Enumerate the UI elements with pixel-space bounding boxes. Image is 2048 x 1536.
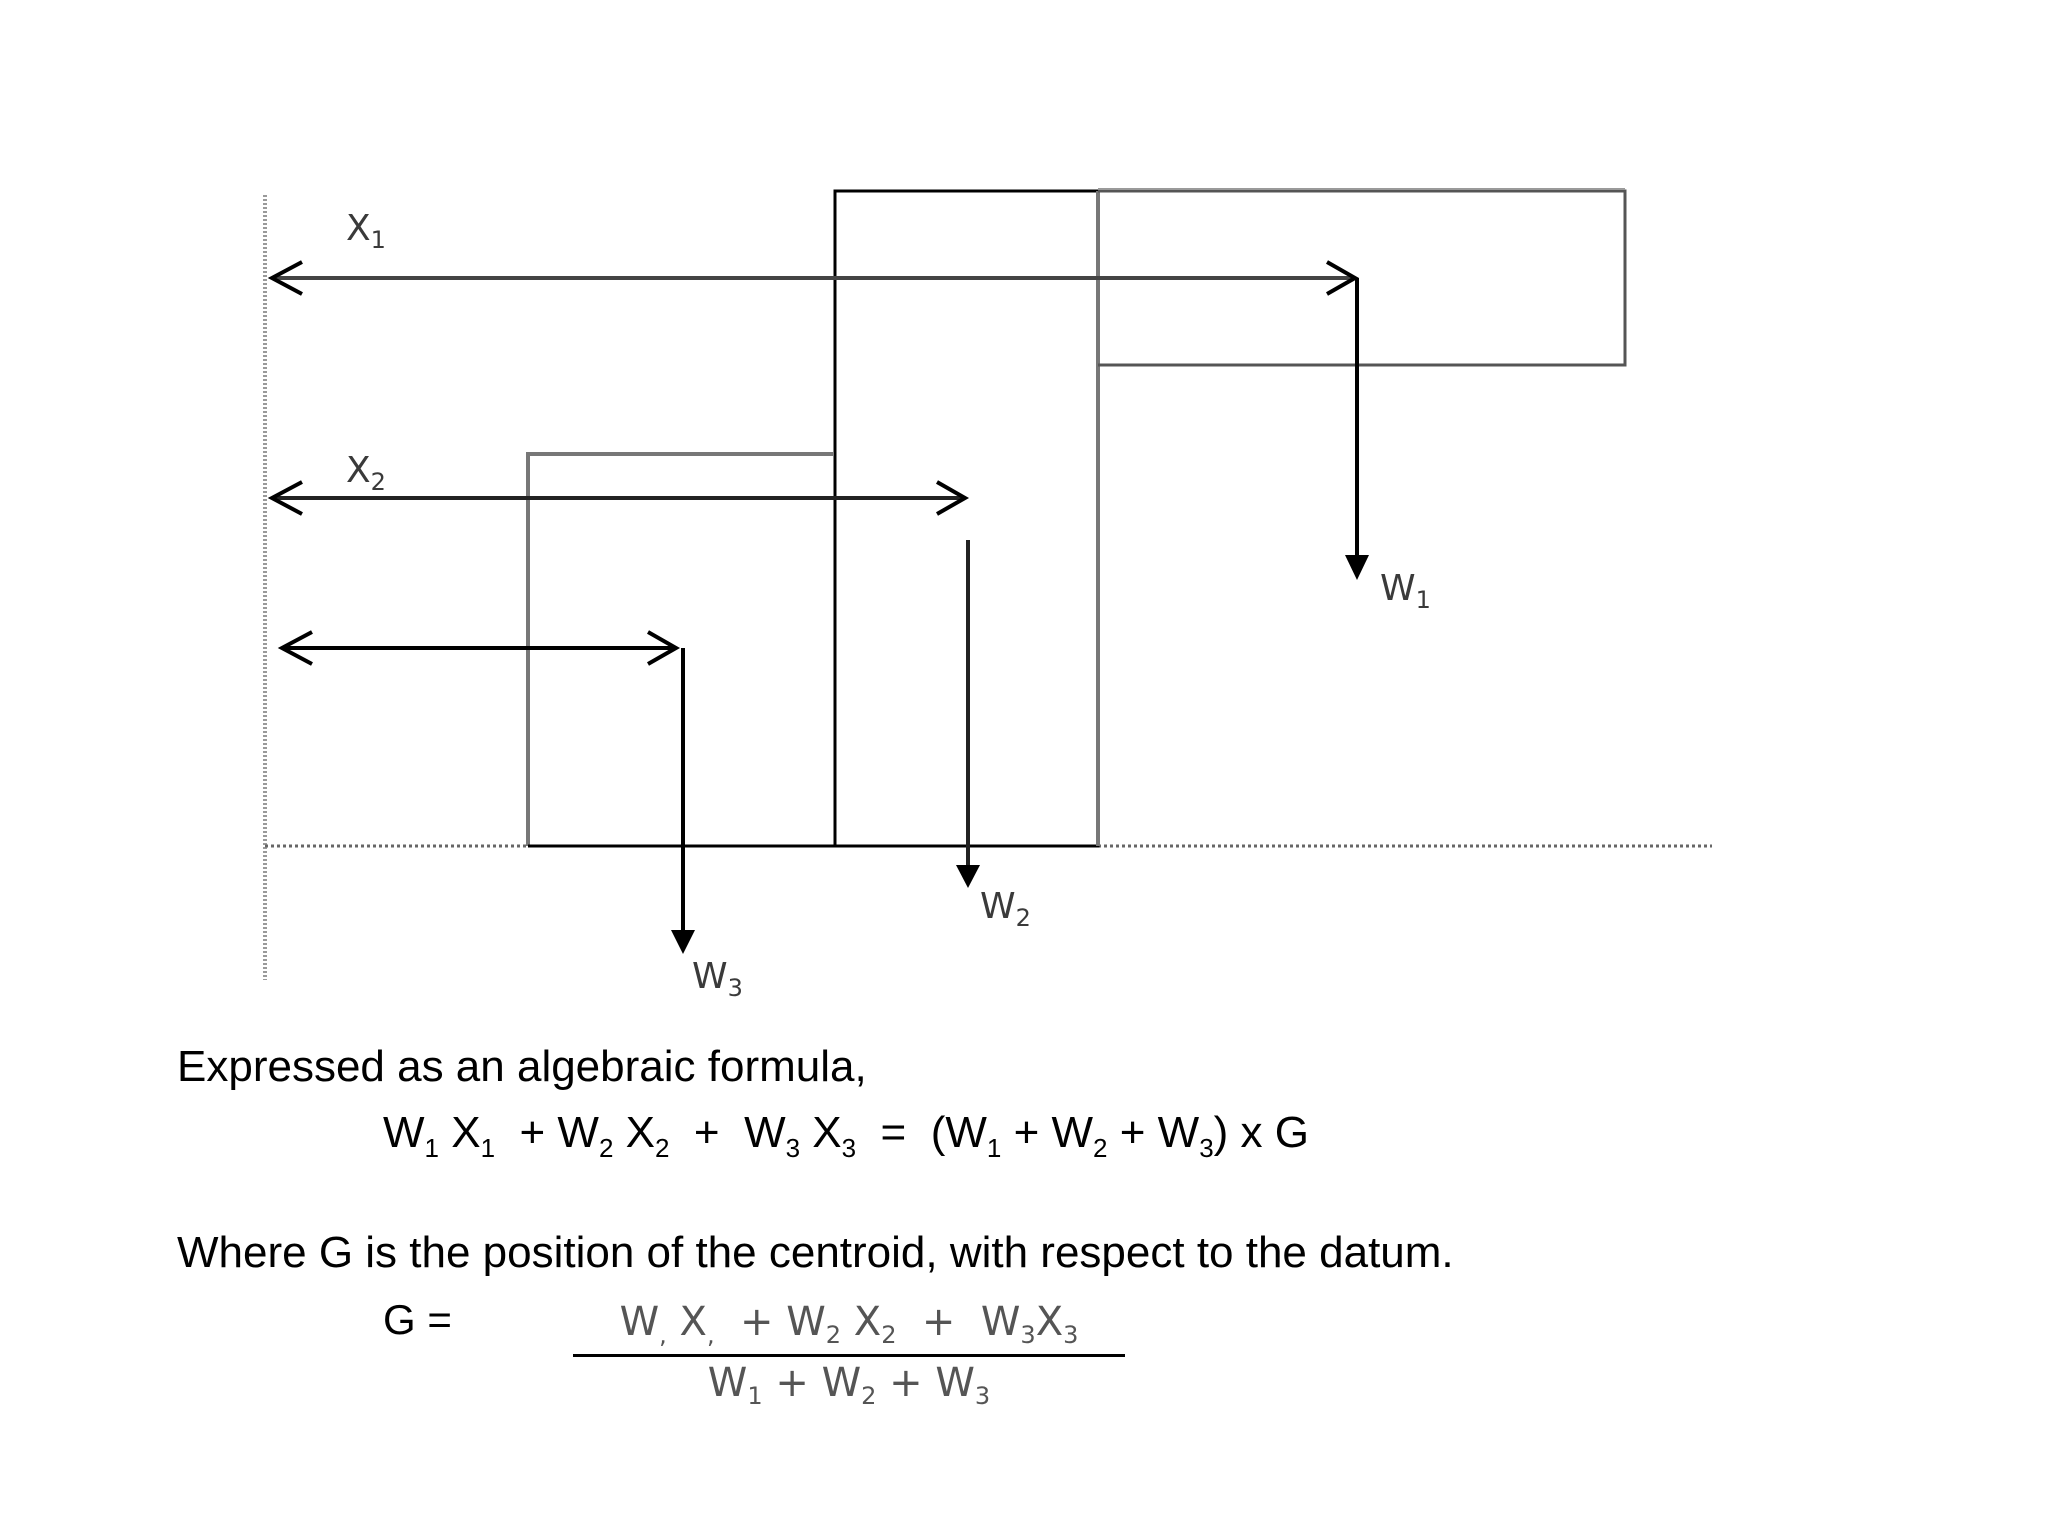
x2-arrowhead-right (936, 480, 970, 516)
formula-term: X (800, 1108, 842, 1157)
formula-term: + W (669, 1108, 786, 1157)
x1-arrowhead-left (267, 260, 303, 296)
numerator-subscript: 3 (1020, 1321, 1036, 1349)
numerator-subscript: 2 (881, 1321, 897, 1349)
formula-subscript: 3 (841, 1133, 857, 1163)
where-text: Where G is the position of the centroid,… (177, 1228, 1454, 1277)
w1-label: W1 (1380, 568, 1431, 614)
numerator-term: + W (714, 1299, 826, 1345)
x1-label: X1 (346, 208, 386, 254)
formula-subscript: 2 (655, 1133, 670, 1163)
w2-arrowhead (956, 865, 980, 888)
w2-label: W2 (980, 886, 1031, 932)
denominator-subscript: 1 (747, 1382, 763, 1410)
x3-arrowhead-right (647, 630, 681, 666)
formula-subscript: 3 (1199, 1133, 1214, 1163)
w3-arrowhead (671, 930, 695, 954)
denominator-subscript: 2 (861, 1382, 877, 1410)
numerator-term: + W (896, 1299, 1021, 1345)
centroid-fraction: W, X, + W2 X2 + W3X3 W1 + W2 + W3 (573, 1298, 1125, 1420)
denominator-term: W (707, 1360, 748, 1406)
formula-term: + W (1107, 1108, 1200, 1157)
numerator-term: X (1035, 1299, 1064, 1345)
numerator-term: X (841, 1299, 882, 1345)
x2-arrowhead-left (267, 480, 303, 516)
formula-term: X (613, 1108, 655, 1157)
denominator-term: + W (876, 1360, 975, 1406)
fraction-numerator: W, X, + W2 X2 + W3X3 (573, 1298, 1125, 1350)
formula-term: W (383, 1108, 425, 1157)
numerator-subscript: , (659, 1321, 667, 1349)
formula-subscript: 2 (598, 1133, 614, 1163)
formula-subscript: 2 (1093, 1133, 1108, 1163)
fraction-bar (573, 1354, 1125, 1357)
formula-subscript: 1 (424, 1133, 439, 1163)
moment-formula: W1 X1 + W2 X2 + W3 X3 = (W1 + W2 + W3) x… (383, 1108, 1309, 1164)
numerator-term: W (619, 1299, 660, 1345)
denominator-term: + W (762, 1360, 862, 1406)
numerator-subscript: , (706, 1321, 715, 1349)
formula-subscript: 1 (480, 1133, 496, 1163)
formula-term: = (W (856, 1108, 987, 1157)
w3-label: W3 (692, 956, 743, 1002)
block-1 (1098, 189, 1627, 367)
block-3 (526, 452, 833, 846)
formula-subscript: 1 (986, 1133, 1002, 1163)
formula-term: + W (495, 1108, 599, 1157)
formula-subscript: 3 (785, 1133, 801, 1163)
numerator-term: X (666, 1299, 707, 1345)
formula-term: + W (1001, 1108, 1094, 1157)
numerator-subscript: 3 (1063, 1321, 1079, 1349)
formula-term: X (439, 1108, 481, 1157)
g-label: G = (383, 1296, 452, 1343)
x2-label: X2 (346, 450, 386, 496)
fraction-denominator: W1 + W2 + W3 (573, 1359, 1125, 1420)
numerator-subscript: 2 (825, 1321, 842, 1349)
x3-arrowhead-left (277, 630, 313, 666)
denominator-subscript: 3 (974, 1382, 991, 1410)
intro-text: Expressed as an algebraic formula, (177, 1042, 867, 1091)
formula-term: ) x G (1213, 1108, 1309, 1157)
w1-arrowhead (1345, 555, 1369, 580)
